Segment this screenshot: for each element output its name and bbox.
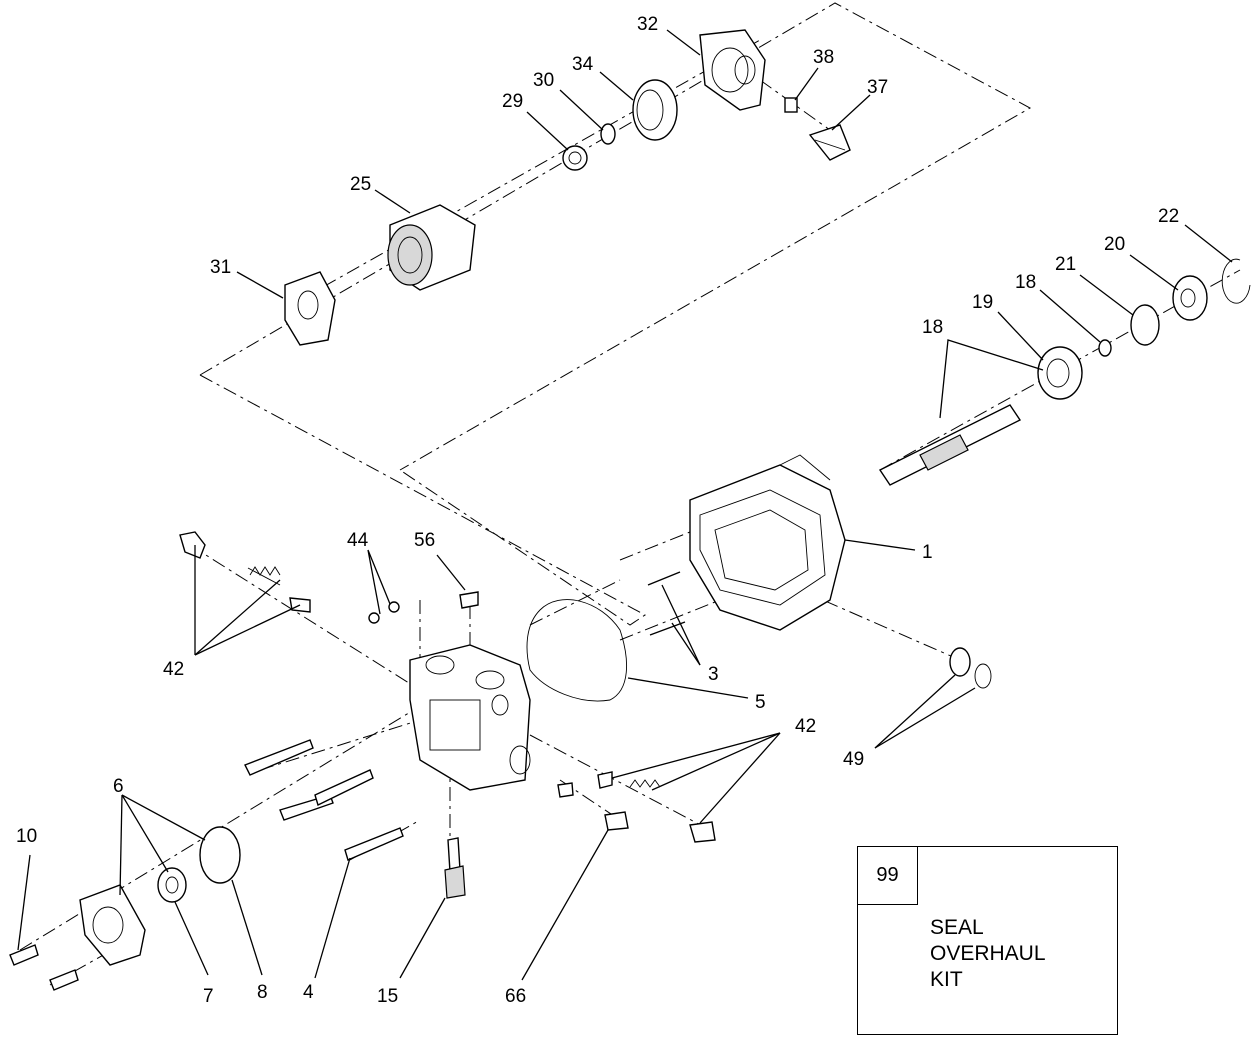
part-49-seal bbox=[949, 647, 992, 689]
part-22-snap-ring bbox=[1221, 258, 1251, 304]
leader-lines bbox=[17, 29, 1233, 981]
kit-label: SEAL OVERHAUL KIT bbox=[930, 916, 1046, 991]
callout-8: 8 bbox=[257, 982, 268, 1003]
part-18-shaft bbox=[878, 404, 1022, 486]
seal-overhaul-kit-box: 99 SEAL OVERHAUL KIT bbox=[857, 846, 1118, 1035]
kit-number: 99 bbox=[858, 847, 918, 905]
part-32-cover bbox=[699, 29, 766, 111]
part-25-rotor bbox=[387, 204, 476, 291]
part-66-plug bbox=[604, 811, 629, 831]
callout-31: 31 bbox=[210, 257, 231, 278]
part-15-cartridge bbox=[444, 837, 466, 899]
part-21-ring bbox=[1130, 304, 1160, 346]
part-31-plate bbox=[284, 271, 336, 346]
part-19-bearing bbox=[1037, 346, 1083, 400]
part-29-spring bbox=[562, 145, 588, 171]
callout-5: 5 bbox=[755, 692, 766, 713]
callout-25: 25 bbox=[350, 174, 371, 195]
part-plug-small bbox=[557, 782, 574, 798]
callout-6: 6 bbox=[113, 776, 124, 797]
callout-18b: 18 bbox=[922, 317, 943, 338]
center-lines bbox=[19, 2, 1241, 986]
callout-34: 34 bbox=[572, 54, 594, 75]
part-56-plug bbox=[459, 591, 479, 609]
callout-29: 29 bbox=[502, 91, 523, 112]
callout-4: 4 bbox=[303, 982, 314, 1003]
callout-30: 30 bbox=[533, 70, 554, 91]
part-38-block bbox=[784, 97, 798, 113]
callout-42a: 42 bbox=[163, 659, 184, 680]
callout-19: 19 bbox=[972, 292, 993, 313]
part-7-coupling bbox=[157, 867, 187, 903]
bolts bbox=[9, 739, 404, 991]
part-42-relief-valve-a bbox=[179, 531, 311, 613]
callout-44: 44 bbox=[347, 530, 369, 551]
part-34-seal bbox=[632, 79, 678, 141]
callout-3: 3 bbox=[708, 664, 719, 685]
callout-56: 56 bbox=[414, 530, 435, 551]
callout-labels: 32 34 30 29 38 37 25 31 22 20 21 18 19 1… bbox=[16, 14, 1179, 1007]
callout-10: 10 bbox=[16, 826, 37, 847]
callout-22: 22 bbox=[1158, 206, 1179, 227]
part-20-bearing bbox=[1172, 275, 1208, 321]
part-8-oring bbox=[199, 826, 241, 884]
part-6-end-cover bbox=[79, 884, 146, 966]
callout-32: 32 bbox=[637, 14, 658, 35]
part-18-ring bbox=[1098, 339, 1112, 357]
part-30-oring bbox=[600, 123, 616, 145]
callout-20: 20 bbox=[1104, 234, 1125, 255]
part-44-spring-ball bbox=[368, 601, 400, 624]
part-3-pin-a bbox=[647, 571, 681, 586]
callout-42b: 42 bbox=[795, 716, 816, 737]
part-5-gasket bbox=[526, 599, 628, 702]
callout-7: 7 bbox=[203, 986, 214, 1007]
part-1-housing bbox=[689, 454, 846, 631]
callout-38: 38 bbox=[813, 47, 834, 68]
callout-18a: 18 bbox=[1015, 272, 1036, 293]
callout-66: 66 bbox=[505, 986, 526, 1007]
part-3-pin-b bbox=[649, 621, 686, 636]
callout-1: 1 bbox=[922, 542, 933, 563]
end-cap-block bbox=[409, 644, 531, 791]
part-37-lever bbox=[808, 124, 851, 161]
callout-37: 37 bbox=[867, 77, 888, 98]
callout-49: 49 bbox=[843, 749, 864, 770]
callout-15: 15 bbox=[377, 986, 398, 1007]
part-42-relief-valve-b bbox=[597, 771, 716, 843]
callout-21: 21 bbox=[1055, 254, 1076, 275]
